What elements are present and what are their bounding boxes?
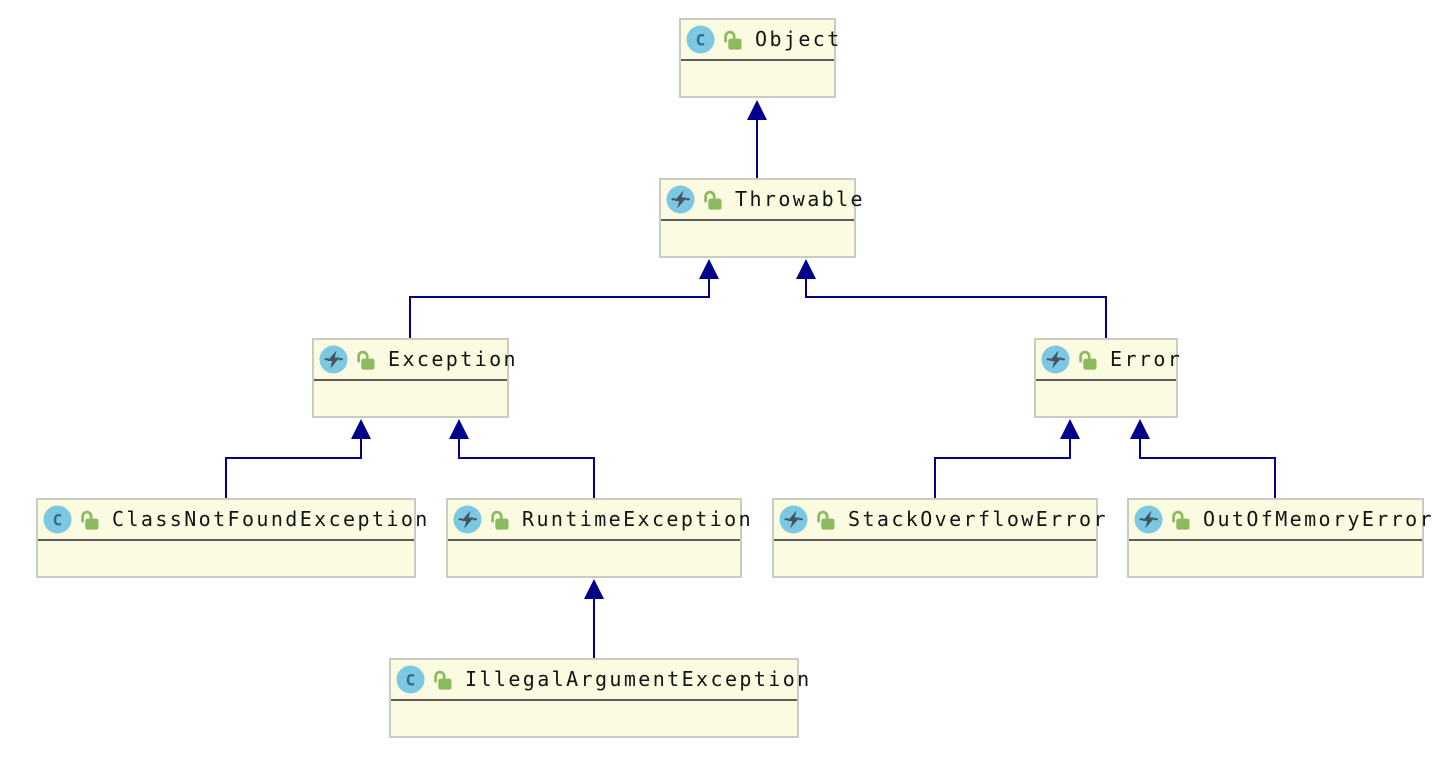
open-lock-icon (702, 188, 722, 211)
inheritance-edge-class-not-found-exception-to-exception (225, 419, 371, 498)
class-members-compartment (661, 221, 854, 254)
class-name-label: Exception (388, 346, 518, 371)
open-lock-icon (722, 28, 742, 51)
open-lock-icon (432, 668, 452, 691)
exception-bolt-icon (1041, 345, 1070, 374)
class-name-label: Throwable (735, 186, 865, 211)
class-node-exception[interactable]: Exception (312, 338, 516, 418)
class-title-bar: C ClassNotFoundException (38, 500, 427, 541)
arrowhead-icon (351, 419, 371, 439)
class-members-compartment (391, 701, 797, 734)
class-members-compartment (38, 541, 414, 574)
edge-line (409, 278, 710, 338)
class-node-out-of-memory-error[interactable]: OutOfMemoryError (1127, 498, 1432, 578)
inheritance-edge-throwable-to-object (747, 100, 767, 178)
open-lock-icon (1077, 348, 1097, 371)
class-title-bar: C Object (681, 20, 839, 61)
arrowhead-icon (1060, 419, 1080, 439)
edge-line (934, 438, 1071, 498)
class-name-label: IllegalArgumentException (465, 666, 812, 691)
edge-line (1139, 438, 1276, 498)
class-members-compartment (314, 381, 507, 414)
svg-text:C: C (696, 31, 706, 50)
class-title-bar: Exception (314, 340, 516, 381)
class-icon: C (686, 25, 715, 54)
edge-line (225, 438, 362, 498)
exception-bolt-icon (453, 505, 482, 534)
inheritance-edge-error-to-throwable (796, 259, 1107, 338)
class-node-illegal-argument-exception[interactable]: C IllegalArgumentException (389, 658, 809, 738)
class-title-bar: Throwable (661, 180, 863, 221)
exception-bolt-icon (779, 505, 808, 534)
inheritance-edge-stack-overflow-error-to-error (934, 419, 1080, 498)
svg-text:C: C (53, 511, 63, 530)
open-lock-icon (355, 348, 375, 371)
class-name-label: StackOverflowError (848, 506, 1108, 531)
arrowhead-icon (699, 259, 719, 279)
svg-text:C: C (406, 671, 416, 690)
class-name-label: ClassNotFoundException (112, 506, 430, 531)
class-members-compartment (774, 541, 1096, 574)
class-title-bar: C IllegalArgumentException (391, 660, 809, 701)
exception-bolt-icon (319, 345, 348, 374)
inheritance-edge-exception-to-throwable (409, 259, 719, 338)
arrowhead-icon (449, 419, 469, 439)
open-lock-icon (1170, 508, 1190, 531)
class-members-compartment (1036, 381, 1176, 414)
inheritance-edge-illegal-argument-exception-to-runtime-exception (584, 579, 604, 658)
arrowhead-icon (1130, 419, 1150, 439)
inheritance-edge-runtime-exception-to-exception (449, 419, 595, 498)
class-node-error[interactable]: Error (1034, 338, 1180, 418)
inheritance-edge-out-of-memory-error-to-error (1130, 419, 1276, 498)
class-icon: C (396, 665, 425, 694)
class-name-label: Object (755, 26, 842, 51)
exception-bolt-icon (666, 185, 695, 214)
class-node-runtime-exception[interactable]: RuntimeException (446, 498, 751, 578)
class-title-bar: StackOverflowError (774, 500, 1106, 541)
class-members-compartment (448, 541, 740, 574)
class-icon: C (43, 505, 72, 534)
arrowhead-icon (747, 100, 767, 120)
class-node-class-not-found-exception[interactable]: C ClassNotFoundException (36, 498, 427, 578)
class-name-label: RuntimeException (522, 506, 754, 531)
class-members-compartment (681, 61, 834, 94)
class-name-label: OutOfMemoryError (1203, 506, 1435, 531)
class-members-compartment (1129, 541, 1422, 574)
class-node-throwable[interactable]: Throwable (659, 178, 863, 258)
arrowhead-icon (796, 259, 816, 279)
class-title-bar: RuntimeException (448, 500, 751, 541)
edge-line (805, 278, 1107, 338)
class-title-bar: OutOfMemoryError (1129, 500, 1432, 541)
class-title-bar: Error (1036, 340, 1180, 381)
class-name-label: Error (1110, 346, 1183, 371)
class-node-object[interactable]: C Object (679, 18, 839, 98)
open-lock-icon (79, 508, 99, 531)
edge-line (458, 438, 595, 498)
arrowhead-icon (584, 579, 604, 599)
open-lock-icon (489, 508, 509, 531)
class-node-stack-overflow-error[interactable]: StackOverflowError (772, 498, 1106, 578)
exception-bolt-icon (1134, 505, 1163, 534)
open-lock-icon (815, 508, 835, 531)
